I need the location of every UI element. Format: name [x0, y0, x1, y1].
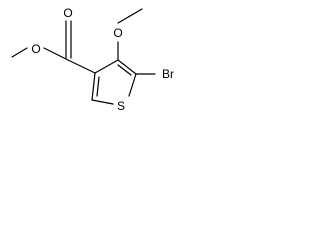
bromine-label: Br	[162, 67, 174, 81]
bond-ring-c2-c3-outer	[91, 72, 96, 101]
bond-ring-sulfur-c2	[91, 99, 114, 105]
bond-ring-c3-c4	[94, 59, 119, 74]
bond-methyl-ester-oxygen	[11, 47, 28, 58]
bond-ring-c4-c5-outer	[117, 59, 137, 75]
bond-ring-c4-c5-inner	[117, 64, 132, 76]
bond-ring-c2-c3-inner	[96, 76, 100, 97]
ester-oxygen-label: O	[31, 42, 40, 56]
bond-ester-oxygen-carbonyl-carbon	[43, 47, 69, 61]
bond-ring-c5-sulfur	[128, 73, 137, 97]
sulfur-label: S	[117, 99, 125, 113]
methoxy-oxygen-label: O	[113, 26, 122, 40]
carbonyl-oxygen-label: O	[63, 6, 72, 20]
bond-carbonyl-carbon-ring-c3	[67, 59, 96, 74]
chemical-structure-diagram: O O O S Br	[11, 6, 174, 113]
bond-methoxy-oxygen-methyl	[117, 8, 143, 24]
